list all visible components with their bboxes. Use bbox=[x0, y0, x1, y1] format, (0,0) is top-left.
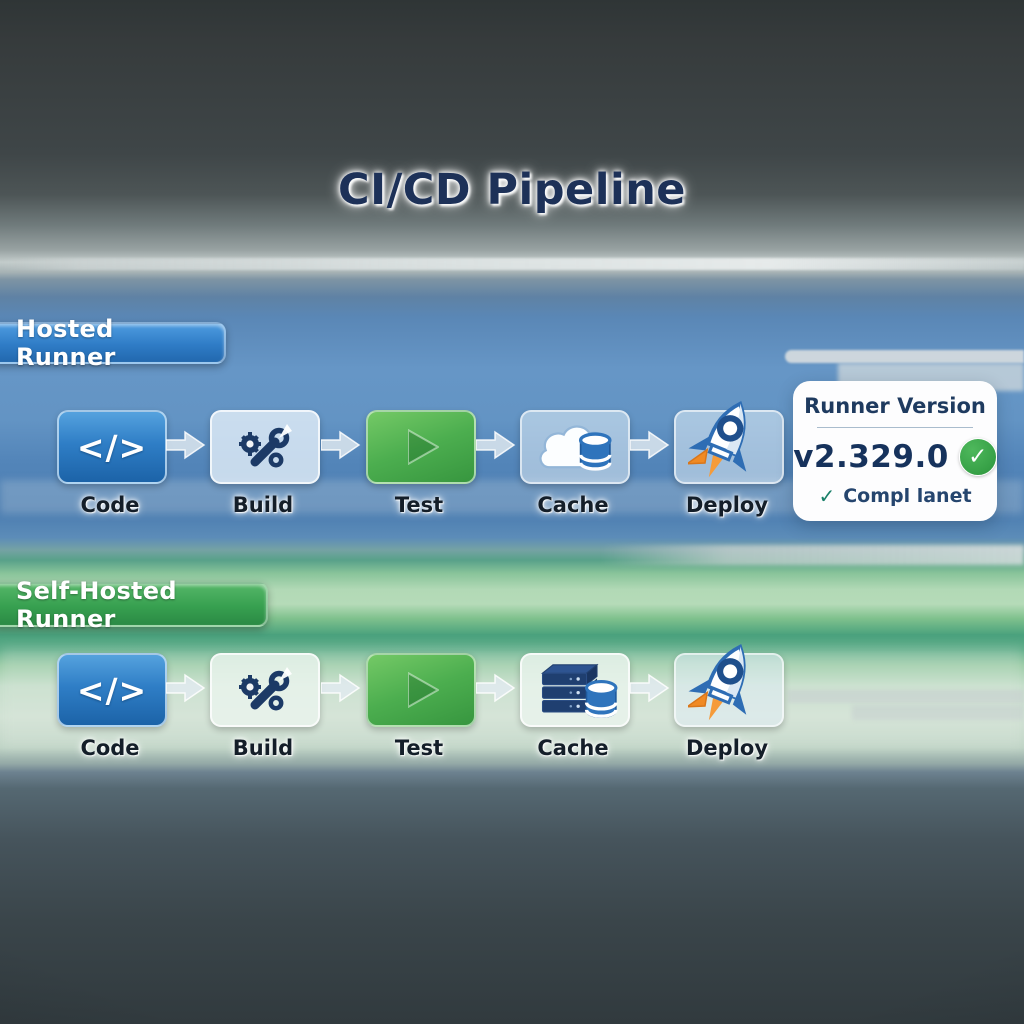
stage-deploy: Deploy bbox=[674, 410, 784, 517]
server-database-icon bbox=[520, 653, 630, 727]
rocket-icon bbox=[674, 653, 784, 727]
hosted-runner-badge-label: Hosted Runner bbox=[16, 315, 116, 371]
stage-test: Test bbox=[366, 653, 476, 760]
hosted-runner-row: </> Code Build Test Cache bbox=[0, 410, 1024, 530]
arrow-right-icon bbox=[166, 674, 205, 702]
stage-cache: Cache bbox=[520, 410, 630, 517]
stage-label: Deploy bbox=[685, 493, 769, 517]
stage-label: Build bbox=[232, 736, 294, 760]
play-icon bbox=[366, 653, 476, 727]
light-streak bbox=[785, 350, 1024, 363]
arrow-right-icon bbox=[476, 431, 515, 459]
stage-cache: Cache bbox=[520, 653, 630, 760]
light-streak bbox=[0, 258, 1024, 270]
arrow-right-icon bbox=[166, 431, 205, 459]
cloud-database-icon bbox=[520, 410, 630, 484]
light-streak bbox=[600, 545, 1024, 565]
stage-code: </> Code bbox=[57, 410, 167, 517]
stage-deploy: Deploy bbox=[674, 653, 784, 760]
stage-label: Test bbox=[394, 493, 444, 517]
runner-version-card: Runner Version v2.329.0 ✓ ✓ Compl lanet bbox=[793, 381, 997, 521]
arrow-right-icon bbox=[476, 674, 515, 702]
stage-code: </> Code bbox=[57, 653, 167, 760]
stage-build: Build bbox=[210, 653, 320, 760]
code-glyph: </> bbox=[76, 670, 148, 710]
self-hosted-runner-row: </> Code Build Test Cache bbox=[0, 653, 1024, 773]
stage-label: Cache bbox=[537, 493, 609, 517]
check-glyph: ✓ bbox=[968, 444, 988, 470]
compliance-status: Compl lanet bbox=[843, 485, 972, 507]
runner-version-value: v2.329.0 bbox=[793, 439, 949, 475]
self-hosted-runner-badge-label: Self-Hosted Runner bbox=[16, 576, 177, 633]
code-icon: </> bbox=[57, 653, 167, 727]
check-circle-icon: ✓ bbox=[958, 438, 997, 476]
wrench-gear-icon bbox=[210, 653, 320, 727]
arrow-right-icon bbox=[630, 431, 669, 459]
wrench-gear-icon bbox=[210, 410, 320, 484]
stage-test: Test bbox=[366, 410, 476, 517]
rocket-icon bbox=[674, 410, 784, 484]
arrow-right-icon bbox=[630, 674, 669, 702]
check-icon: ✓ bbox=[818, 484, 836, 508]
play-icon bbox=[366, 410, 476, 484]
stage-label: Code bbox=[80, 736, 140, 760]
card-divider bbox=[817, 427, 973, 428]
code-glyph: </> bbox=[76, 427, 148, 467]
runner-version-title: Runner Version bbox=[804, 394, 986, 418]
self-hosted-runner-badge: Self-Hosted Runner bbox=[0, 577, 268, 633]
stage-label: Cache bbox=[537, 736, 609, 760]
arrow-right-icon bbox=[321, 674, 360, 702]
stage-label: Deploy bbox=[685, 736, 769, 760]
page-title: CI/CD Pipeline bbox=[338, 165, 686, 215]
stage-label: Build bbox=[232, 493, 294, 517]
arrow-right-icon bbox=[321, 431, 360, 459]
hosted-runner-badge: Hosted Runner bbox=[0, 315, 226, 371]
stage-label: Code bbox=[80, 493, 140, 517]
stage-label: Test bbox=[394, 736, 444, 760]
code-icon: </> bbox=[57, 410, 167, 484]
stage-build: Build bbox=[210, 410, 320, 517]
